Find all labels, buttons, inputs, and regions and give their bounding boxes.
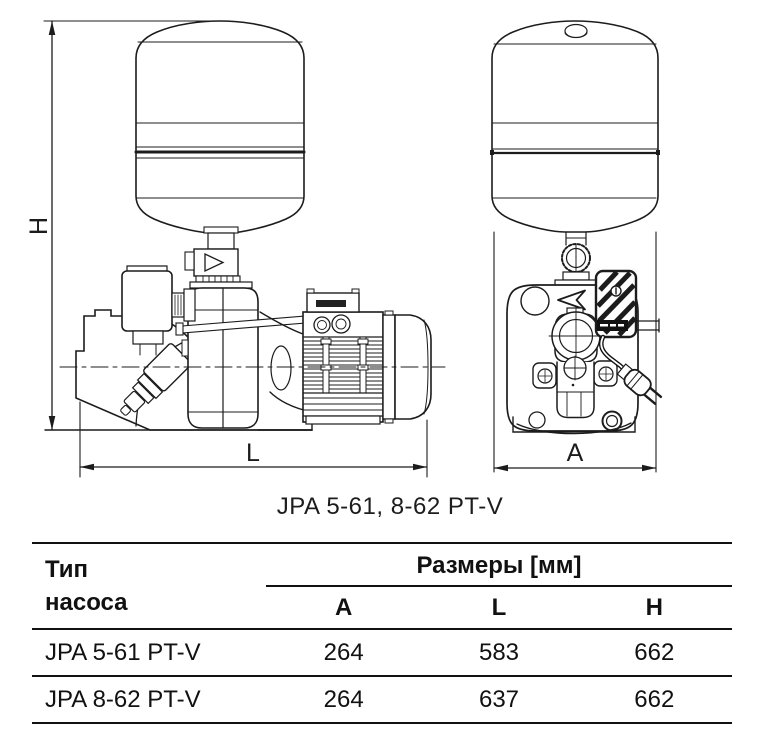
table-header: Тип насоса Размеры [мм] A L H [32, 542, 732, 630]
type-header-line1: Тип [45, 556, 88, 583]
dimensional-drawing: H [25, 20, 663, 478]
column-header-l: L [491, 593, 507, 621]
value-l: 583 [478, 638, 520, 666]
dimension-a: A [493, 231, 657, 473]
tank-connection-valve [184, 226, 253, 289]
air-valve [564, 23, 588, 39]
dimensions-header-group: Размеры [мм] A L H [266, 544, 732, 628]
cooling-fins [303, 340, 383, 390]
pressure-switch [121, 265, 196, 356]
controller-box [594, 269, 660, 339]
motor-label [316, 300, 346, 307]
column-header-h: H [645, 593, 663, 621]
dimensions-header: Размеры [мм] [266, 544, 732, 587]
value-a: 264 [323, 685, 364, 713]
height-dim-label: H [25, 217, 53, 235]
motor-bracket [257, 311, 313, 431]
tank-front [490, 20, 660, 233]
dimension-h: H [25, 20, 222, 431]
dimensions-table: Тип насоса Размеры [мм] A L H JPA 5-61 P… [32, 542, 732, 724]
pump-type-cell: JPA 5-61 PT-V [45, 638, 201, 666]
table-row: JPA 8-62 PT-V 264 637 662 [32, 675, 732, 722]
tank-connection-front [554, 231, 598, 287]
tank-side [134, 20, 306, 234]
length-dim-label: L [246, 439, 260, 467]
value-l: 637 [478, 685, 520, 713]
motor [302, 288, 432, 425]
value-h: 662 [634, 638, 675, 666]
column-header-a: A [334, 593, 353, 621]
pump-end-view [490, 20, 663, 435]
pump-side-view [44, 20, 446, 431]
pump-type-cell: JPA 8-62 PT-V [45, 685, 201, 713]
dimension-columns: A L H [266, 587, 732, 628]
figure-caption: JPA 5-61, 8-62 PT-V [276, 493, 504, 520]
table-row: JPA 5-61 PT-V 264 583 662 [32, 630, 732, 675]
type-header-line2: насоса [45, 589, 128, 616]
value-h: 662 [634, 685, 675, 713]
value-a: 264 [323, 638, 364, 666]
dimension-l: L [79, 401, 428, 478]
ejector-assembly [120, 343, 192, 416]
type-column-header: Тип насоса [32, 544, 266, 628]
power-plug [598, 334, 663, 405]
width-dim-label: A [567, 439, 584, 467]
